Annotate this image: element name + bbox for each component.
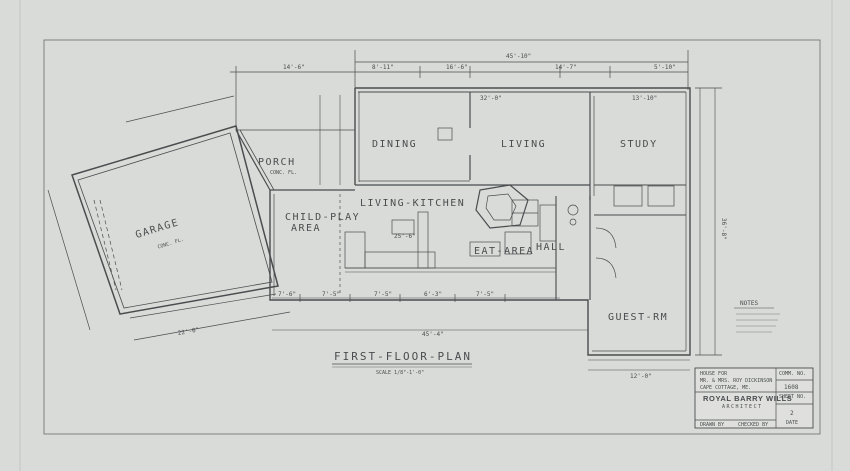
room-label-area: AREA [291,223,321,234]
dim-overall-bottom: 45'-4" [422,331,444,338]
room-note-porch: CONC. FL. [270,170,297,176]
tb-drawn-by-label: DRAWN BY [700,422,724,428]
tb-client: MR. & MRS. ROY DICKINSON [700,378,772,384]
dim-seg-1: 8'-11" [372,64,394,71]
room-label-guest-rm: GUEST-RM [608,312,668,323]
dim-guest-width: 12'-0" [630,373,652,380]
room-labels: GARAGE CONC. FL. PORCH CONC. FL. CHILD-P… [134,139,668,323]
tb-comm-no: 1608 [784,384,799,391]
tb-firm-sub: ARCHITECT [722,404,763,410]
dim-kitchen-span: 25'-6" [394,233,416,240]
tb-firm: ROYAL BARRY WILLS [703,394,792,403]
garage-outline [71,125,279,315]
notes-title: NOTES [740,300,758,307]
dim-bottom-1: 7'-6" [278,291,296,298]
tb-sheet-label: SHEET NO. [779,394,806,400]
room-label-eat-area: EAT-AREA [474,246,534,257]
dim-bottom-5: 7'-5" [476,291,494,298]
plan-linework [47,50,814,429]
dim-bottom-2: 7'-5" [322,291,340,298]
dim-porch-width: 14'-6" [283,64,305,71]
border-frame [43,39,821,435]
tb-house-for: HOUSE FOR [700,371,728,377]
dim-seg-4: 5'-10" [654,64,676,71]
room-label-child-play: CHILD-PLAY [285,212,360,223]
house-outline [350,87,691,356]
tb-comm-label: COMM. NO. [779,371,806,377]
dim-garage-width: 22'-0" [177,326,200,337]
notes-scribble [736,313,780,333]
dim-living-inner: 32'-0" [480,95,502,102]
tb-location: CAPE COTTAGE, ME. [700,385,751,391]
room-label-living: LIVING [501,139,546,150]
room-label-porch: PORCH [258,157,296,168]
room-label-hall: HALL [536,242,566,253]
dimension-labels: 45'-10" 14'-6" 8'-11" 16'-6" 14'-7" 5'-1… [177,53,727,380]
dim-overall-top: 45'-10" [506,53,531,60]
room-label-study: STUDY [620,139,658,150]
tb-date-label: DATE [786,420,798,426]
plan-title: FIRST-FLOOR-PLAN [334,350,472,363]
dim-right-overall: 36'-8" [720,218,727,240]
dim-seg-2: 16'-6" [446,64,468,71]
tb-checked-by-label: CHECKED BY [738,422,768,428]
dim-study-width: 13'-10" [632,95,657,102]
title-block-text: HOUSE FOR MR. & MRS. ROY DICKINSON CAPE … [700,371,806,428]
plan-scale: SCALE 1/8"-1'-0" [376,370,424,376]
room-label-living-kitchen: LIVING-KITCHEN [360,198,465,209]
dim-bottom-3: 7'-5" [374,291,392,298]
title-block [694,367,814,429]
dim-bottom-4: 6'-3" [424,291,442,298]
dim-seg-3: 14'-7" [555,64,577,71]
tb-sheet-no: 2 [790,410,794,417]
room-label-dining: DINING [372,139,417,150]
